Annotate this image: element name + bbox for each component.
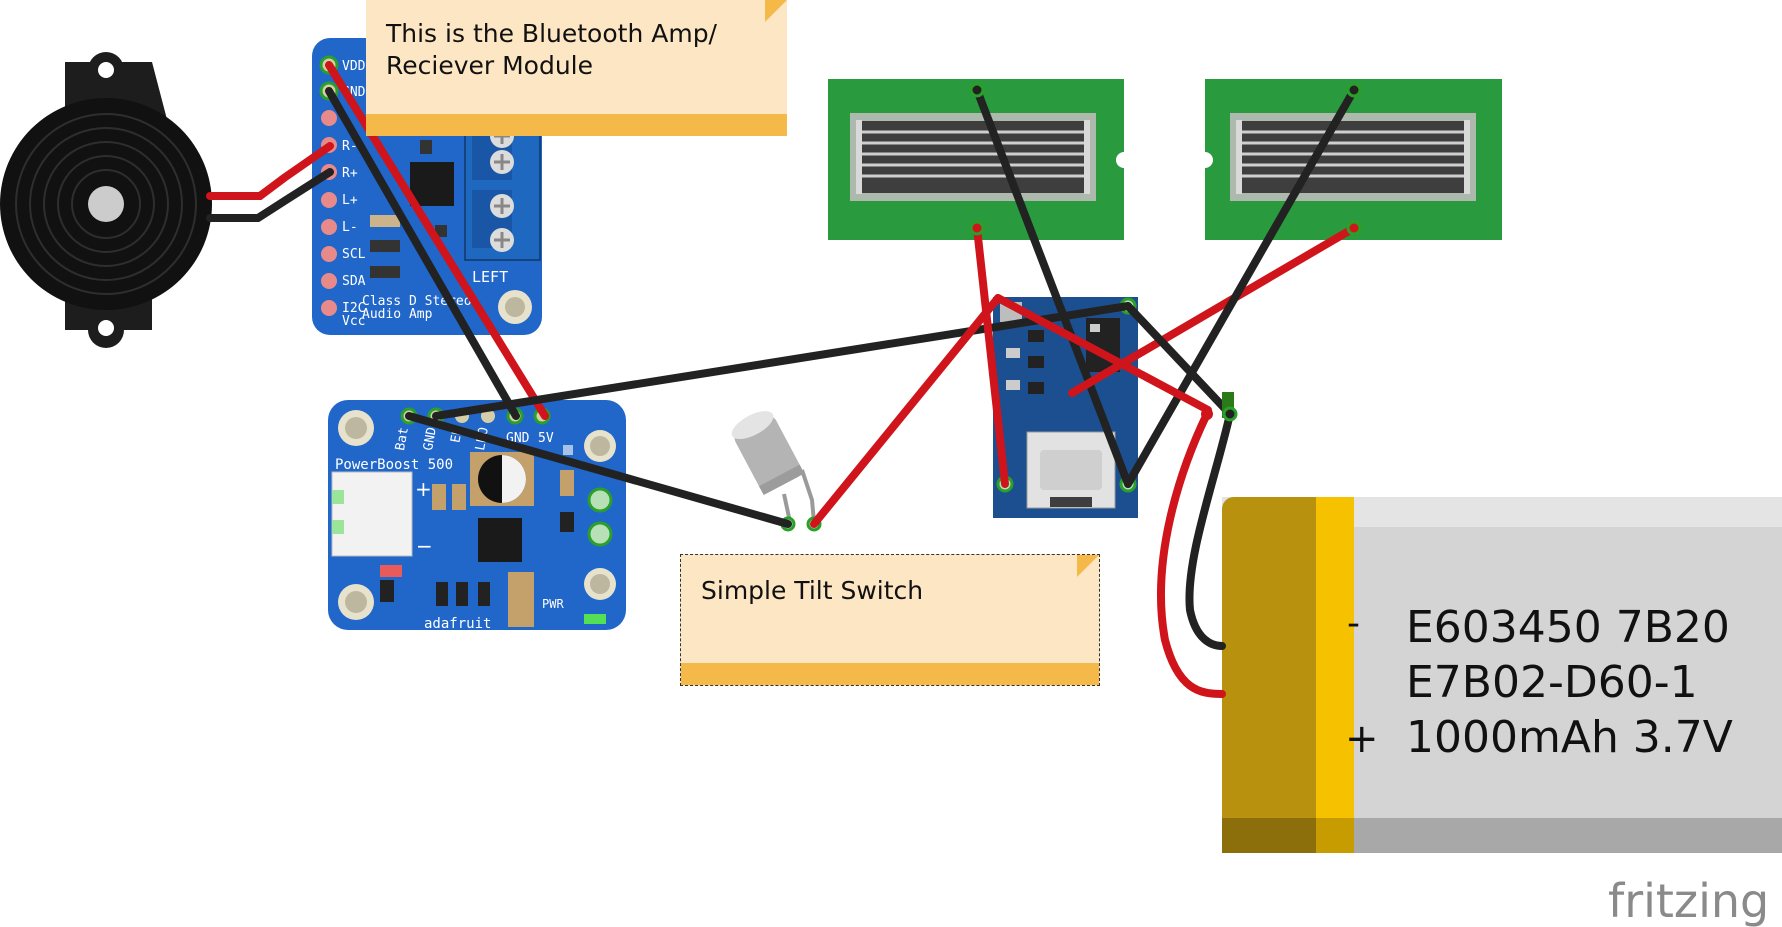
- solar-panel-left: [828, 79, 1132, 240]
- wire-speaker-red: [206, 142, 334, 200]
- wire-speaker-black: [206, 168, 334, 222]
- note-bluetooth[interactable]: This is the Bluetooth Amp/ Reciever Modu…: [366, 0, 787, 136]
- note-tilt-switch[interactable]: Simple Tilt Switch: [680, 554, 1100, 686]
- wire-solar-left-black: [973, 86, 1132, 488]
- solar-panel-right: [1197, 79, 1502, 240]
- battery-line2: E7B02-D60-1: [1406, 657, 1698, 708]
- amp-pin-r-minus: R-: [342, 139, 358, 154]
- wire-solar-right-black: [1124, 86, 1358, 488]
- wire-end-pads: [969, 82, 1362, 422]
- note-bluetooth-text: This is the Bluetooth Amp/ Reciever Modu…: [386, 19, 717, 80]
- wire-charger-batt-black: [1124, 302, 1234, 418]
- tilt-switch: [731, 411, 822, 532]
- fritzing-logo: fritzing: [1608, 874, 1769, 927]
- note-fold-corner: [1077, 555, 1099, 577]
- note-fold-corner: [765, 0, 787, 22]
- wire-battery-black: [1185, 410, 1234, 650]
- battery-plus-symbol: +: [1345, 716, 1379, 762]
- battery-line1: E603450 7B20: [1406, 602, 1730, 653]
- amp-pin-sda: SDA: [342, 274, 366, 289]
- wire-amp-vdd-5v: [325, 61, 549, 420]
- amp-terminal-label: LEFT: [472, 268, 508, 286]
- battery-line3: 1000mAh 3.7V: [1406, 712, 1733, 763]
- speaker: [0, 52, 212, 348]
- pb-name: PowerBoost 500: [335, 457, 453, 473]
- amp-pin-r-plus: R+: [342, 166, 358, 181]
- amp-pin-l-minus: L-: [342, 220, 358, 235]
- pb-plus-symbol: +: [415, 477, 432, 501]
- wire-battery-red: [1156, 410, 1226, 698]
- battery-minus-symbol: -: [1347, 603, 1360, 644]
- pb-pwr-label: PWR: [542, 597, 564, 611]
- amp-pin-scl: SCL: [342, 247, 366, 262]
- wire-amp-gnd-pb-gnd: [325, 87, 520, 420]
- lipo-battery: E603450 7B20 E7B02-D60-1 1000mAh 3.7V - …: [1222, 497, 1782, 853]
- pb-brand: adafruit: [424, 616, 491, 632]
- wire-solar-left-red: [973, 224, 1009, 488]
- note-tilt-text: Simple Tilt Switch: [701, 576, 924, 605]
- note-bar: [681, 663, 1099, 685]
- pb-minus-symbol: −: [416, 534, 433, 558]
- pb-pin-5v: 5V: [538, 431, 554, 446]
- note-bar: [366, 114, 787, 136]
- wire-pb-bat-tilt: [405, 412, 792, 528]
- wires: [206, 61, 1358, 698]
- wire-pb-gnd-charger: [432, 302, 1132, 420]
- pb-pin-bat: Bat: [393, 426, 412, 452]
- wire-tilt-charger: [810, 294, 1002, 528]
- pb-pin-gnd1: GND: [421, 426, 440, 452]
- amp-pin-l-plus: L+: [342, 193, 358, 208]
- amp-pin-vdd: VDD: [342, 59, 366, 74]
- wire-charger-batt-red: [994, 294, 1212, 414]
